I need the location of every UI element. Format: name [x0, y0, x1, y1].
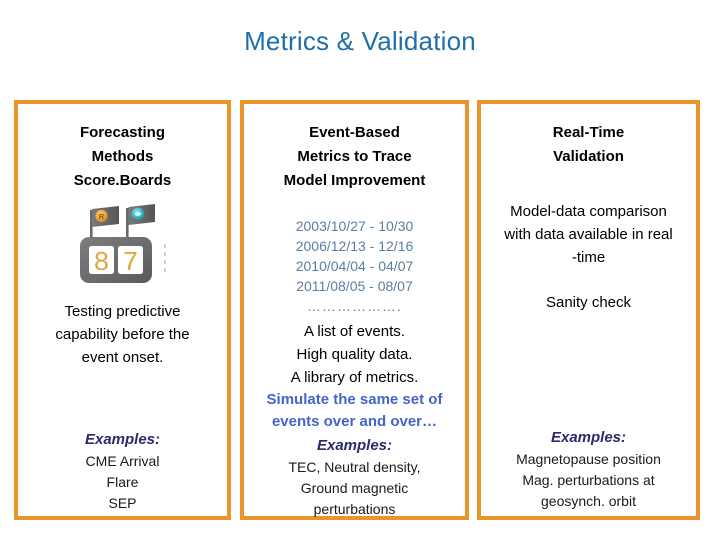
panel-1-heading-line-2: Methods [91, 148, 154, 165]
panel-2-example-2: Ground magnetic [300, 480, 409, 496]
panel-2-examples-label: Examples: [316, 437, 393, 454]
panel-2-heading-line-1: Event-Based [309, 124, 400, 141]
panel-3-body-line-2: with data available in real [504, 226, 673, 243]
panel-3-body: Model-data comparison with data availabl… [481, 200, 696, 269]
scoreboard-panel-left [88, 246, 114, 274]
panel-1-body-line-3: event onset. [81, 349, 164, 366]
panel-1-example-1: CME Arrival [85, 453, 160, 469]
panel-3-heading: Real-Time Validation [481, 104, 696, 169]
panel-3-examples: Examples: Magnetopause position Mag. per… [481, 427, 696, 512]
panel-2-body-line-2: High quality data. [296, 346, 413, 363]
scoreboard-icon: R 8 7 [79, 204, 166, 283]
scoreboard-digit-left: 8 [93, 249, 109, 279]
panel-1-example-2: Flare [106, 474, 139, 490]
panel-3-example-2: Mag. perturbations at [522, 472, 655, 488]
panel-2-body-line-1: A list of events. [304, 323, 405, 340]
flag-pole-left [89, 210, 93, 240]
scoreboard-dotted-marker [163, 244, 166, 272]
scoreboard-panel-right [117, 246, 143, 274]
flag-left: R [91, 206, 119, 227]
panel-2-body-line-3: A library of metrics. [290, 369, 419, 386]
panel-1-heading-line-3: Score.Boards [73, 172, 172, 189]
panel-1-heading-line-1: Forecasting [79, 124, 166, 141]
panel-1-heading: Forecasting Methods Score.Boards [18, 104, 227, 193]
panel-real-time-validation: Real-Time Validation Model-data comparis… [477, 100, 700, 520]
panel-3-heading-line-2: Validation [553, 148, 624, 165]
scoreboard-digit-right: 7 [122, 249, 138, 279]
panel-2-event-date-list: 2003/10/27 - 10/30 2006/12/13 - 12/16 20… [244, 216, 465, 316]
panel-event-based-metrics: Event-Based Metrics to Trace Model Impro… [240, 100, 469, 520]
panel-1-examples-label: Examples: [84, 431, 161, 448]
panel-2-heading-line-3: Model Improvement [283, 172, 426, 189]
panel-3-example-1: Magnetopause position [516, 451, 661, 467]
panel-2-highlight-line-1: Simulate the same set of [266, 391, 443, 408]
panel-1-examples: Examples: CME Arrival Flare SEP [18, 429, 227, 514]
panel-forecasting-methods-scoreboards: Forecasting Methods Score.Boards [14, 100, 231, 520]
page-title: Metrics & Validation [244, 26, 476, 56]
svg-text:R: R [98, 212, 104, 221]
scoreboard-graphic: R 8 7 [18, 196, 227, 296]
event-date-2: 2006/12/13 - 12/16 [295, 238, 414, 254]
panel-1-body-line-1: Testing predictive [64, 303, 181, 320]
panel-2-example-1: TEC, Neutral density, [288, 459, 421, 475]
panel-1-example-3: SEP [108, 495, 137, 511]
panel-2-body: A list of events. High quality data. A l… [244, 320, 465, 389]
panel-1-body-line-2: capability before the [55, 326, 190, 343]
panel-3-body-line-3: -time [571, 249, 606, 266]
event-date-4: 2011/08/05 - 08/07 [296, 278, 413, 294]
panel-3-heading-line-1: Real-Time [552, 124, 625, 141]
panel-2-heading: Event-Based Metrics to Trace Model Impro… [244, 104, 465, 193]
event-date-3: 2010/04/04 - 04/07 [295, 258, 414, 274]
flag-right [128, 204, 155, 225]
event-date-1: 2003/10/27 - 10/30 [295, 218, 414, 234]
event-date-continuation: ………………. [307, 298, 402, 314]
panel-2-highlight-line-2: events over and over… [271, 413, 438, 430]
panel-2-highlight: Simulate the same set of events over and… [244, 389, 465, 433]
flag-left-emblem [94, 209, 108, 223]
panel-3-secondary-line: Sanity check [545, 294, 632, 311]
panel-3-body-line-1: Model-data comparison [510, 203, 667, 220]
flag-pole-right [125, 208, 129, 240]
panel-3-examples-label: Examples: [550, 429, 627, 446]
panel-2-heading-line-2: Metrics to Trace [297, 148, 412, 165]
panel-2-examples: Examples: TEC, Neutral density, Ground m… [244, 435, 465, 520]
panel-2-example-3: perturbations [313, 501, 396, 517]
panel-3-example-3: geosynch. orbit [541, 493, 636, 509]
panel-1-body: Testing predictive capability before the… [18, 300, 227, 369]
